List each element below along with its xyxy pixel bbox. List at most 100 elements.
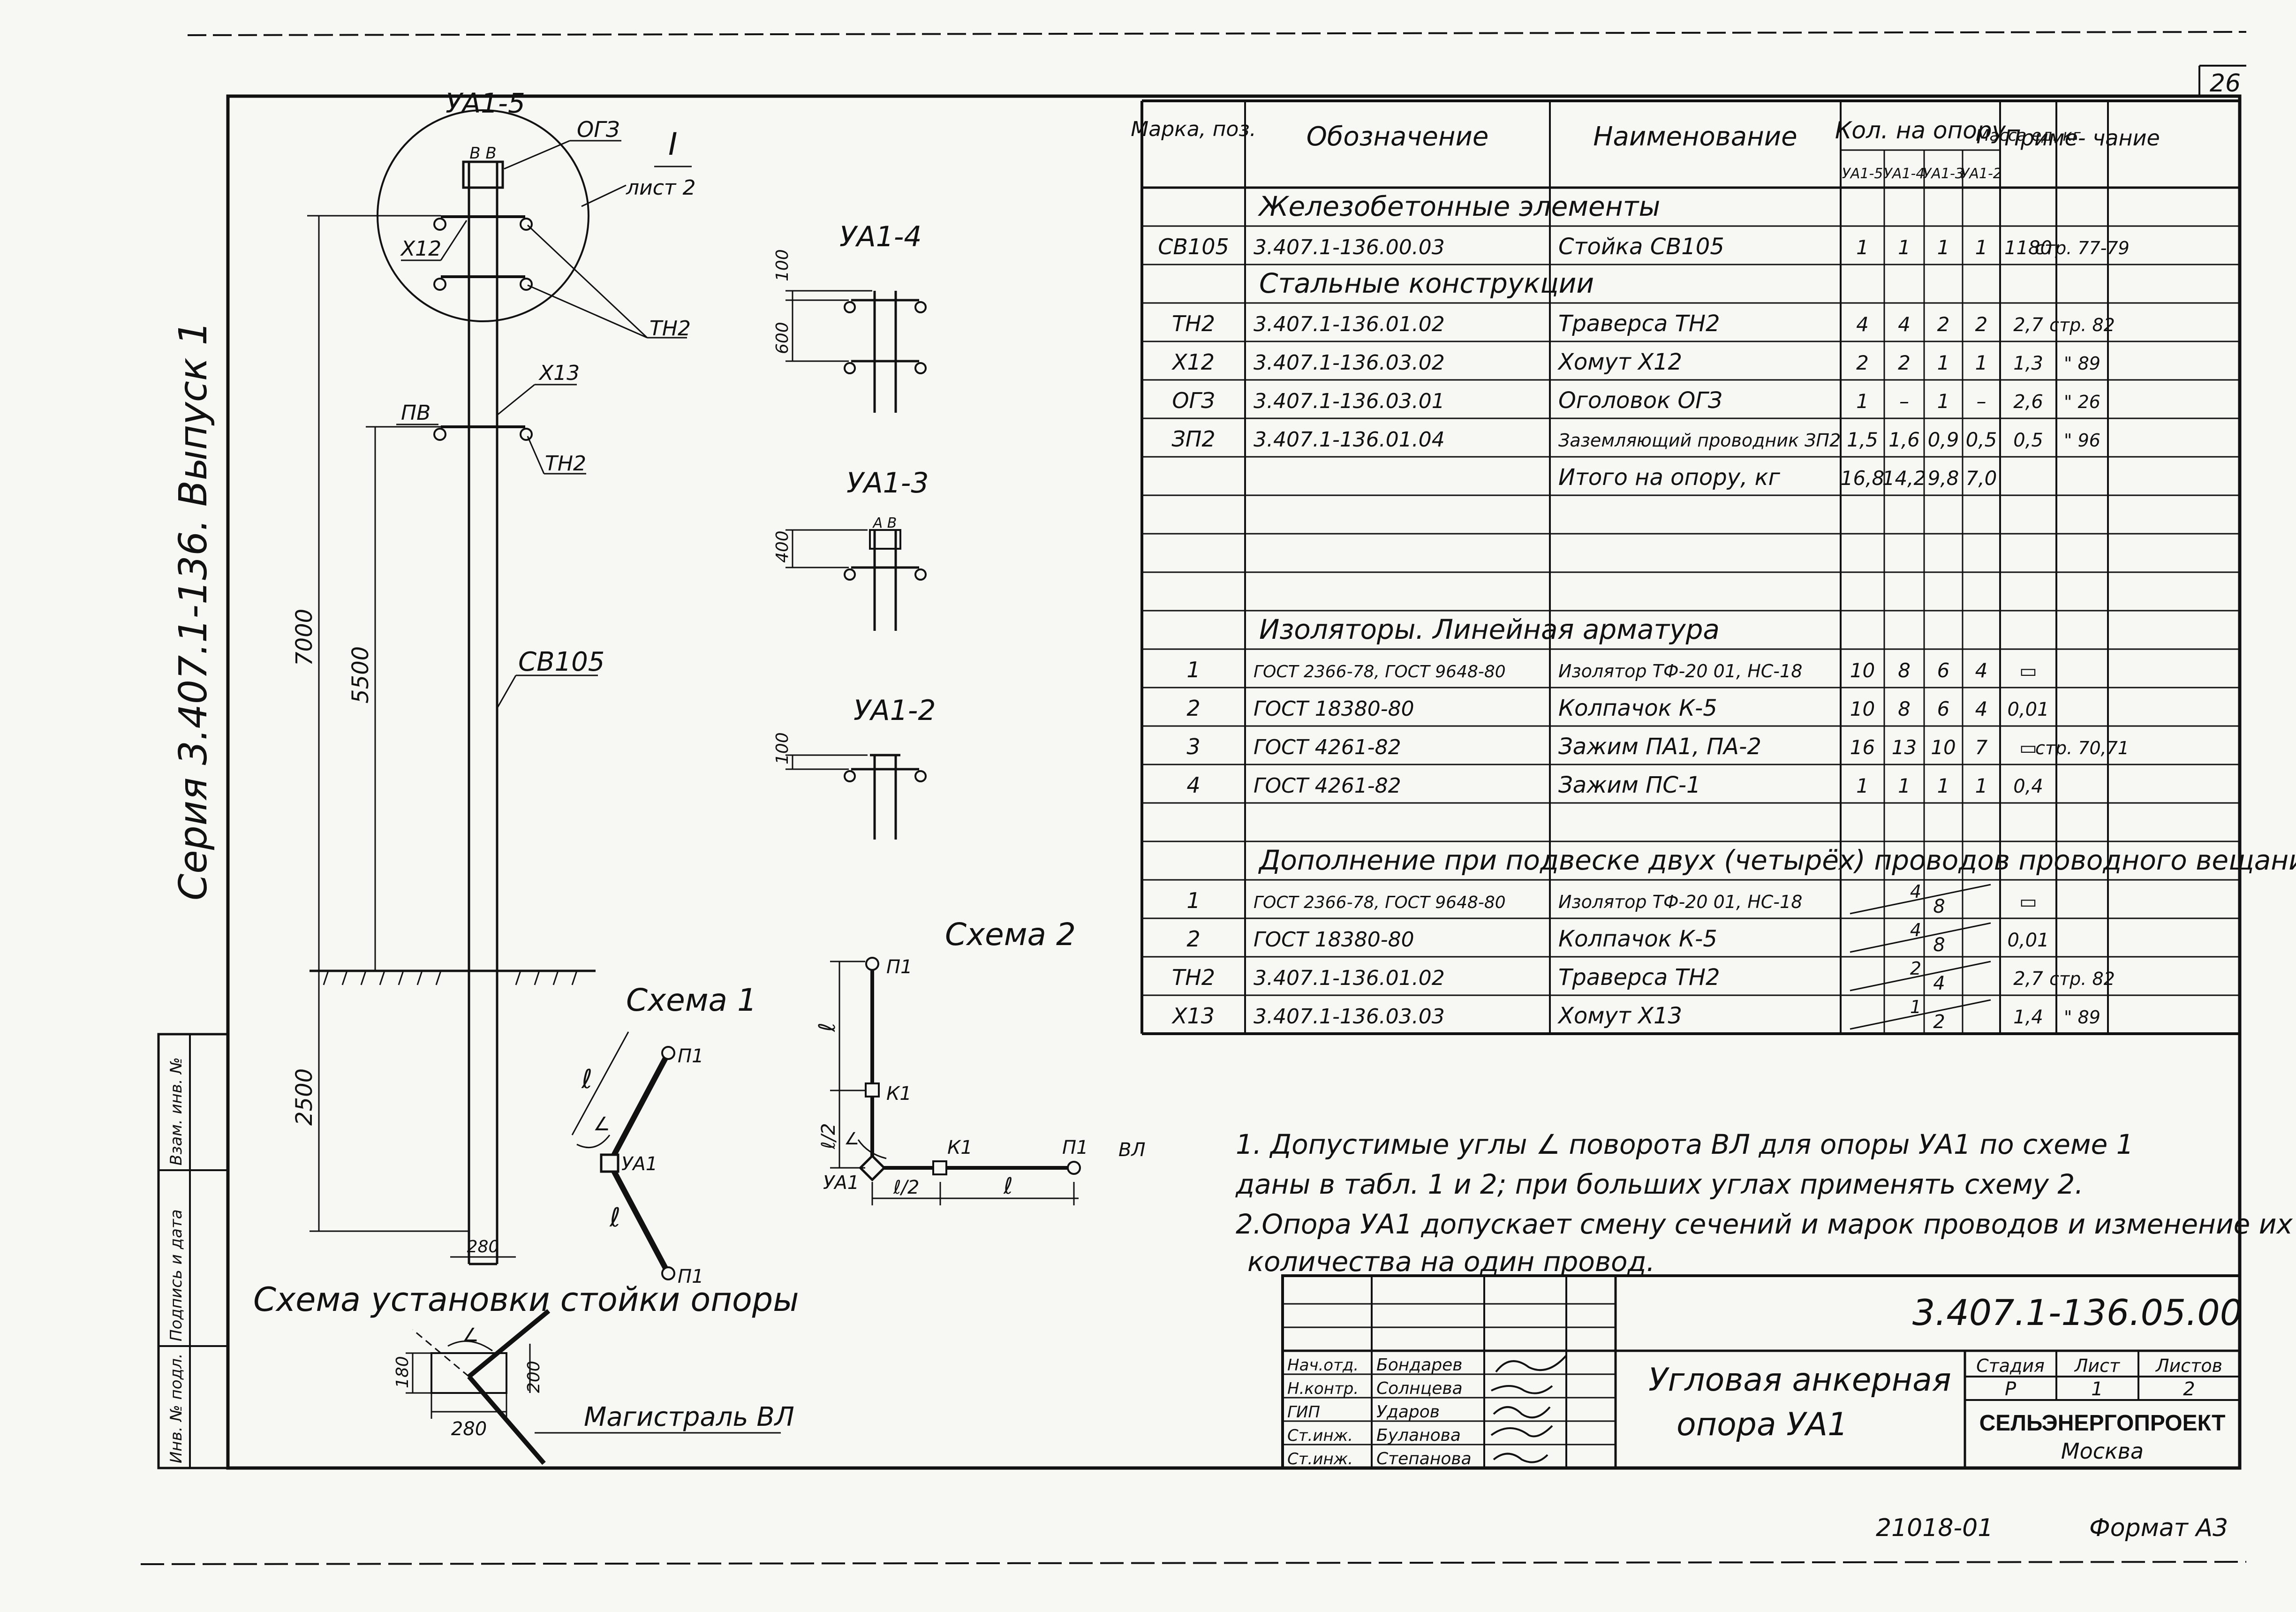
table-cell: Изолятор ТФ-20 01, НС-18: [1558, 661, 1802, 681]
table-cell: 8: [1898, 697, 1911, 720]
table-cell: 2,6: [2013, 391, 2043, 413]
table-cell: 3.407.1-136.01.02: [1254, 966, 1445, 990]
table-cell: 7: [1975, 736, 1988, 759]
table-cell: 1: [1898, 774, 1911, 797]
sheets-header: Листов: [2155, 1355, 2222, 1376]
header-note: Приме- чание: [2004, 125, 2160, 151]
table-cell: 1: [1910, 997, 1921, 1017]
table-cell: Зажим ПС-1: [1558, 772, 1701, 798]
table-cell: ТН2: [1172, 965, 1215, 990]
sheet-header: Лист: [2074, 1355, 2121, 1376]
note-line-4: количества на один провод.: [1247, 1246, 1655, 1278]
table-cell: 1,5: [1847, 428, 1878, 451]
tb-role: Нач.отд.: [1287, 1356, 1359, 1375]
tb-name: Степанова: [1376, 1449, 1472, 1468]
series-side-label: Серия 3.407.1-136. Выпуск 1: [171, 321, 216, 901]
tb-name: Бондарев: [1376, 1355, 1462, 1375]
table-cell: 16: [1850, 736, 1875, 759]
notes: 1. Допустимые углы ∠ поворота ВЛ для опо…: [1235, 1128, 2293, 1278]
table-cell: Колпачок К-5: [1558, 695, 1717, 721]
scheme-2-k1-horizontal: К1: [947, 1137, 973, 1158]
stage-header: Стадия: [1976, 1355, 2045, 1376]
table-cell: 10: [1850, 659, 1875, 682]
scheme-2-alpha: ∠: [844, 1129, 859, 1149]
format-label: Формат А3: [2089, 1514, 2228, 1542]
table-cell: ГОСТ 18380-80: [1254, 928, 1414, 952]
header-qty-sub: УА1-2: [1961, 166, 2002, 182]
table-cell: 6: [1937, 697, 1950, 720]
table-cell: 1: [1856, 774, 1869, 797]
table-cell: 13: [1892, 736, 1917, 759]
table-cell: Х13: [1171, 1003, 1215, 1029]
scheme-2: Схема 2 П1 К1 К1 П1 ВЛ УА1 ℓ ℓ/2 ℓ/2 ℓ ∠: [814, 916, 1146, 1205]
doc-code: 3.407.1-136.05.00: [1912, 1292, 2243, 1333]
tb-role: Ст.инж.: [1287, 1450, 1353, 1468]
dim-2500: 2500: [291, 1068, 317, 1126]
table-cell: 1: [1975, 351, 1988, 374]
table-cell: 2: [1975, 313, 1988, 336]
note-line-2: даны в табл. 1 и 2; при больших углах пр…: [1235, 1168, 2084, 1200]
table-cell: ТН2: [1172, 311, 1215, 336]
dim-600: 600: [773, 322, 792, 354]
table-cell: Зажим ПА1, ПА-2: [1558, 734, 1761, 760]
split-diagonal: [1850, 961, 1991, 991]
table-cell: 4: [1933, 973, 1945, 994]
table-cell: 10: [1931, 736, 1956, 759]
label-list2: лист 2: [626, 176, 696, 200]
table-cell: 4: [1975, 659, 1988, 682]
tb-role: Н.контр.: [1287, 1379, 1359, 1398]
table-cell: 3.407.1-136.03.03: [1254, 1005, 1445, 1029]
install-alpha: ∠: [462, 1324, 479, 1346]
split-diagonal: [1850, 884, 1991, 915]
scheme-1-l-bottom: ℓ: [609, 1203, 620, 1233]
dim-280: 280: [467, 1237, 499, 1256]
table-cell: Изолятор ТФ-20 01, НС-18: [1558, 892, 1802, 912]
table-cell: 2: [1186, 926, 1200, 952]
label-tn2-bottom: ТН2: [545, 452, 586, 476]
label-top-ua1-3: А В: [872, 515, 897, 531]
table-cell: 0,9: [1928, 428, 1959, 451]
table-cell: 0,4: [2013, 776, 2043, 797]
table-cell: 2,7: [2013, 968, 2043, 990]
table-cell: стр. 77-79: [2035, 238, 2130, 258]
table-cell: 8: [1933, 934, 1945, 956]
table-cell: СВ105: [1158, 234, 1229, 259]
table-cell: 1,6: [1888, 428, 1920, 451]
table-cell: 1: [1937, 390, 1950, 413]
table-cell: 1: [1186, 888, 1200, 913]
title-line-1: Угловая анкерная: [1648, 1362, 1951, 1399]
label-top-insulators: В В: [469, 144, 496, 163]
label-tn2-top: ТН2: [650, 317, 691, 341]
header-qty-sub: УА1-4: [1884, 166, 1925, 182]
table-cell: 0,01: [2007, 930, 2049, 951]
scheme-2-vl: ВЛ: [1118, 1139, 1146, 1161]
scheme-2-ua1: УА1: [823, 1172, 859, 1194]
table-cell: ГОСТ 4261-82: [1254, 735, 1401, 759]
table-cell: 2: [1898, 351, 1911, 374]
install-title: Схема установки стойки опоры: [253, 1280, 799, 1319]
title-block: 3.407.1-136.05.00 Угловая анкерная опора…: [1281, 1274, 2243, 1469]
header-qty: Кол. на опору: [1835, 117, 2007, 144]
scheme-2-l2-horizontal: ℓ/2: [893, 1177, 919, 1198]
table-cell: 1,3: [2013, 353, 2043, 374]
table-cell: " 89: [2064, 1007, 2100, 1028]
dim-100-ua1-4: 100: [773, 249, 792, 281]
sheets-value: 2: [2183, 1378, 2195, 1400]
table-cell: 1: [1856, 390, 1869, 413]
scheme-2-title: Схема 2: [945, 916, 1076, 953]
dim-7000: 7000: [291, 609, 317, 666]
stage-value: Р: [2005, 1378, 2017, 1400]
label-ogz: ОГЗ: [577, 117, 619, 142]
left-stamp: Инв. № подл. Подпись и дата Взам. инв. №: [157, 1033, 229, 1469]
label-sv105: СВ105: [518, 647, 604, 677]
variant-ua1-2: УА1-2 100: [773, 694, 936, 840]
table-cell: 4: [1898, 313, 1911, 336]
table-cell: 16,8: [1841, 467, 1885, 490]
pole-ua1-5: УА1-5 В В ОГЗ I лист 2 Х12 ТН2 Х13 ПВ: [291, 87, 696, 1265]
scheme-1-p1-top: П1: [678, 1045, 704, 1067]
header-mass: Масса ед. кг: [1976, 126, 2081, 145]
install-mainline: Магистраль ВЛ: [584, 1402, 794, 1432]
table-cell: 1: [1975, 774, 1988, 797]
table-cell: стр. 82: [2049, 315, 2115, 335]
